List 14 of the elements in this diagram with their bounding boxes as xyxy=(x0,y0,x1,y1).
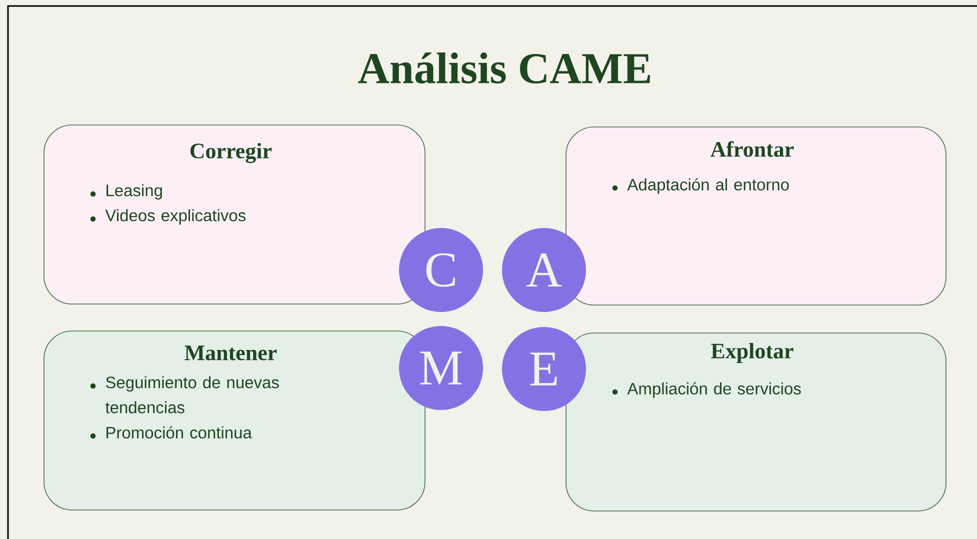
box-heading: Mantener xyxy=(184,346,277,360)
bullet-item: Seguimiento de nuevas tendencias xyxy=(90,376,279,414)
quadrant-box xyxy=(44,124,426,304)
title: Análisis CAME xyxy=(358,52,650,84)
quadrant-box xyxy=(566,332,946,512)
box-heading: Explotar xyxy=(711,343,794,363)
bullet-item: Ampliación de servicios xyxy=(612,382,801,398)
bullet-item: Videos explicativos xyxy=(90,209,246,225)
bullet-item: Leasing xyxy=(90,184,162,200)
bullet-item: Adaptación al entorno xyxy=(612,178,789,194)
box-heading: Afrontar xyxy=(710,141,794,157)
box-heading: Corregir xyxy=(190,142,272,164)
quadrant-box xyxy=(566,126,946,306)
bullet-item: Promoción continua xyxy=(90,426,252,439)
